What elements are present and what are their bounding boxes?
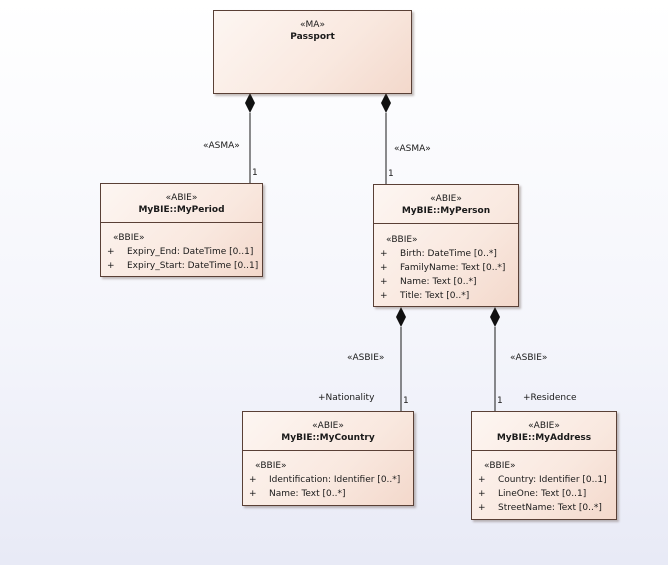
attribute-stereotype: «BBIE» [484, 461, 516, 471]
attribute-text: FamilyName: Text [0..*] [400, 263, 506, 273]
multiplicity-label: 1 [497, 396, 503, 406]
attribute-row[interactable]: + FamilyName: Text [0..*] [378, 261, 516, 275]
visibility-marker: + [380, 249, 388, 259]
composition-diamond-passport-period [245, 93, 255, 113]
attribute-compartment: «BBIE» + Country: Identifier [0..1] + Line… [476, 459, 614, 515]
composition-diamond-person-country [396, 307, 406, 327]
attribute-text: Birth: DateTime [0..*] [400, 249, 497, 259]
class-passport[interactable]: «MA» Passport [213, 10, 412, 94]
visibility-marker: + [478, 503, 486, 513]
class-name: Passport [290, 32, 335, 42]
multiplicity-label: 1 [403, 396, 409, 406]
visibility-marker: + [380, 277, 388, 287]
attribute-row[interactable]: + Name: Text [0..*] [247, 487, 411, 501]
attribute-stereotype: «BBIE» [113, 233, 145, 243]
visibility-marker: + [478, 489, 486, 499]
attribute-row[interactable]: + StreetName: Text [0..*] [476, 501, 614, 515]
class-my-person[interactable]: «ABIE» MyBIE::MyPerson «BBIE» + Birth: Da… [373, 184, 519, 307]
class-stereotype: «ABIE» [165, 193, 198, 203]
visibility-marker: + [107, 261, 115, 271]
attribute-text: Expiry_End: DateTime [0..1] [127, 247, 254, 257]
multiplicity-label: 1 [388, 169, 394, 179]
class-stereotype: «ABIE» [430, 194, 462, 204]
attribute-row[interactable]: + Birth: DateTime [0..*] [378, 247, 516, 261]
compartment-divider [101, 222, 262, 223]
class-my-period[interactable]: «ABIE» MyBIE::MyPeriod «BBIE» + Expiry_En… [100, 183, 263, 277]
multiplicity-label: 1 [252, 168, 258, 178]
class-stereotype: «ABIE» [312, 421, 344, 431]
class-my-country[interactable]: «ABIE» MyBIE::MyCountry «BBIE» + Identifi… [242, 411, 414, 506]
attribute-text: Name: Text [0..*] [269, 489, 346, 499]
compartment-divider [374, 223, 518, 224]
attribute-text: Title: Text [0..*] [400, 291, 470, 301]
attribute-compartment: «BBIE» + Identification: Identifier [0..*… [247, 459, 411, 501]
attribute-row[interactable]: + Name: Text [0..*] [378, 275, 516, 289]
attribute-text: StreetName: Text [0..*] [498, 503, 602, 513]
visibility-marker: + [249, 489, 257, 499]
attribute-row[interactable]: + Expiry_End: DateTime [0..1] [105, 245, 260, 259]
attribute-stereotype: «BBIE» [255, 461, 287, 471]
attribute-row[interactable]: + Identification: Identifier [0..*] [247, 473, 411, 487]
attribute-stereotype: «BBIE» [386, 235, 418, 245]
attribute-row[interactable]: + Title: Text [0..*] [378, 289, 516, 303]
role-label: +Nationality [318, 393, 375, 403]
connector-stereotype-label: «ASBIE» [347, 353, 385, 363]
connector-stereotype-label: «ASBIE» [510, 353, 548, 363]
attribute-text: LineOne: Text [0..1] [498, 489, 587, 499]
attribute-compartment: «BBIE» + Birth: DateTime [0..*] + FamilyNa… [378, 233, 516, 303]
compartment-divider [243, 450, 413, 451]
attribute-compartment: «BBIE» + Expiry_End: DateTime [0..1] + Exp… [105, 231, 260, 273]
visibility-marker: + [380, 263, 388, 273]
class-name: MyBIE::MyPeriod [138, 205, 225, 215]
attribute-row[interactable]: + Country: Identifier [0..1] [476, 473, 614, 487]
composition-diamond-passport-person [381, 93, 391, 113]
connector-stereotype-label: «ASMA» [394, 144, 431, 154]
class-name: MyBIE::MyPerson [401, 206, 491, 216]
visibility-marker: + [107, 247, 115, 257]
attribute-text: Expiry_Start: DateTime [0..1] [127, 261, 259, 271]
class-name: MyBIE::MyCountry [281, 433, 375, 443]
attribute-text: Name: Text [0..*] [400, 277, 477, 287]
visibility-marker: + [380, 291, 388, 301]
composition-diamond-person-address [490, 307, 500, 327]
class-name: MyBIE::MyAddress [496, 433, 592, 443]
visibility-marker: + [249, 475, 257, 485]
visibility-marker: + [478, 475, 486, 485]
connector-stereotype-label: «ASMA» [203, 141, 240, 151]
attribute-row[interactable]: + LineOne: Text [0..1] [476, 487, 614, 501]
class-my-address[interactable]: «ABIE» MyBIE::MyAddress «BBIE» + Country:… [471, 411, 617, 520]
class-stereotype: «MA» [300, 20, 325, 30]
compartment-divider [472, 450, 616, 451]
class-stereotype: «ABIE» [528, 421, 560, 431]
attribute-text: Country: Identifier [0..1] [498, 475, 607, 485]
role-label: +Residence [523, 393, 577, 403]
attribute-row[interactable]: + Expiry_Start: DateTime [0..1] [105, 259, 260, 273]
attribute-text: Identification: Identifier [0..*] [269, 475, 401, 485]
